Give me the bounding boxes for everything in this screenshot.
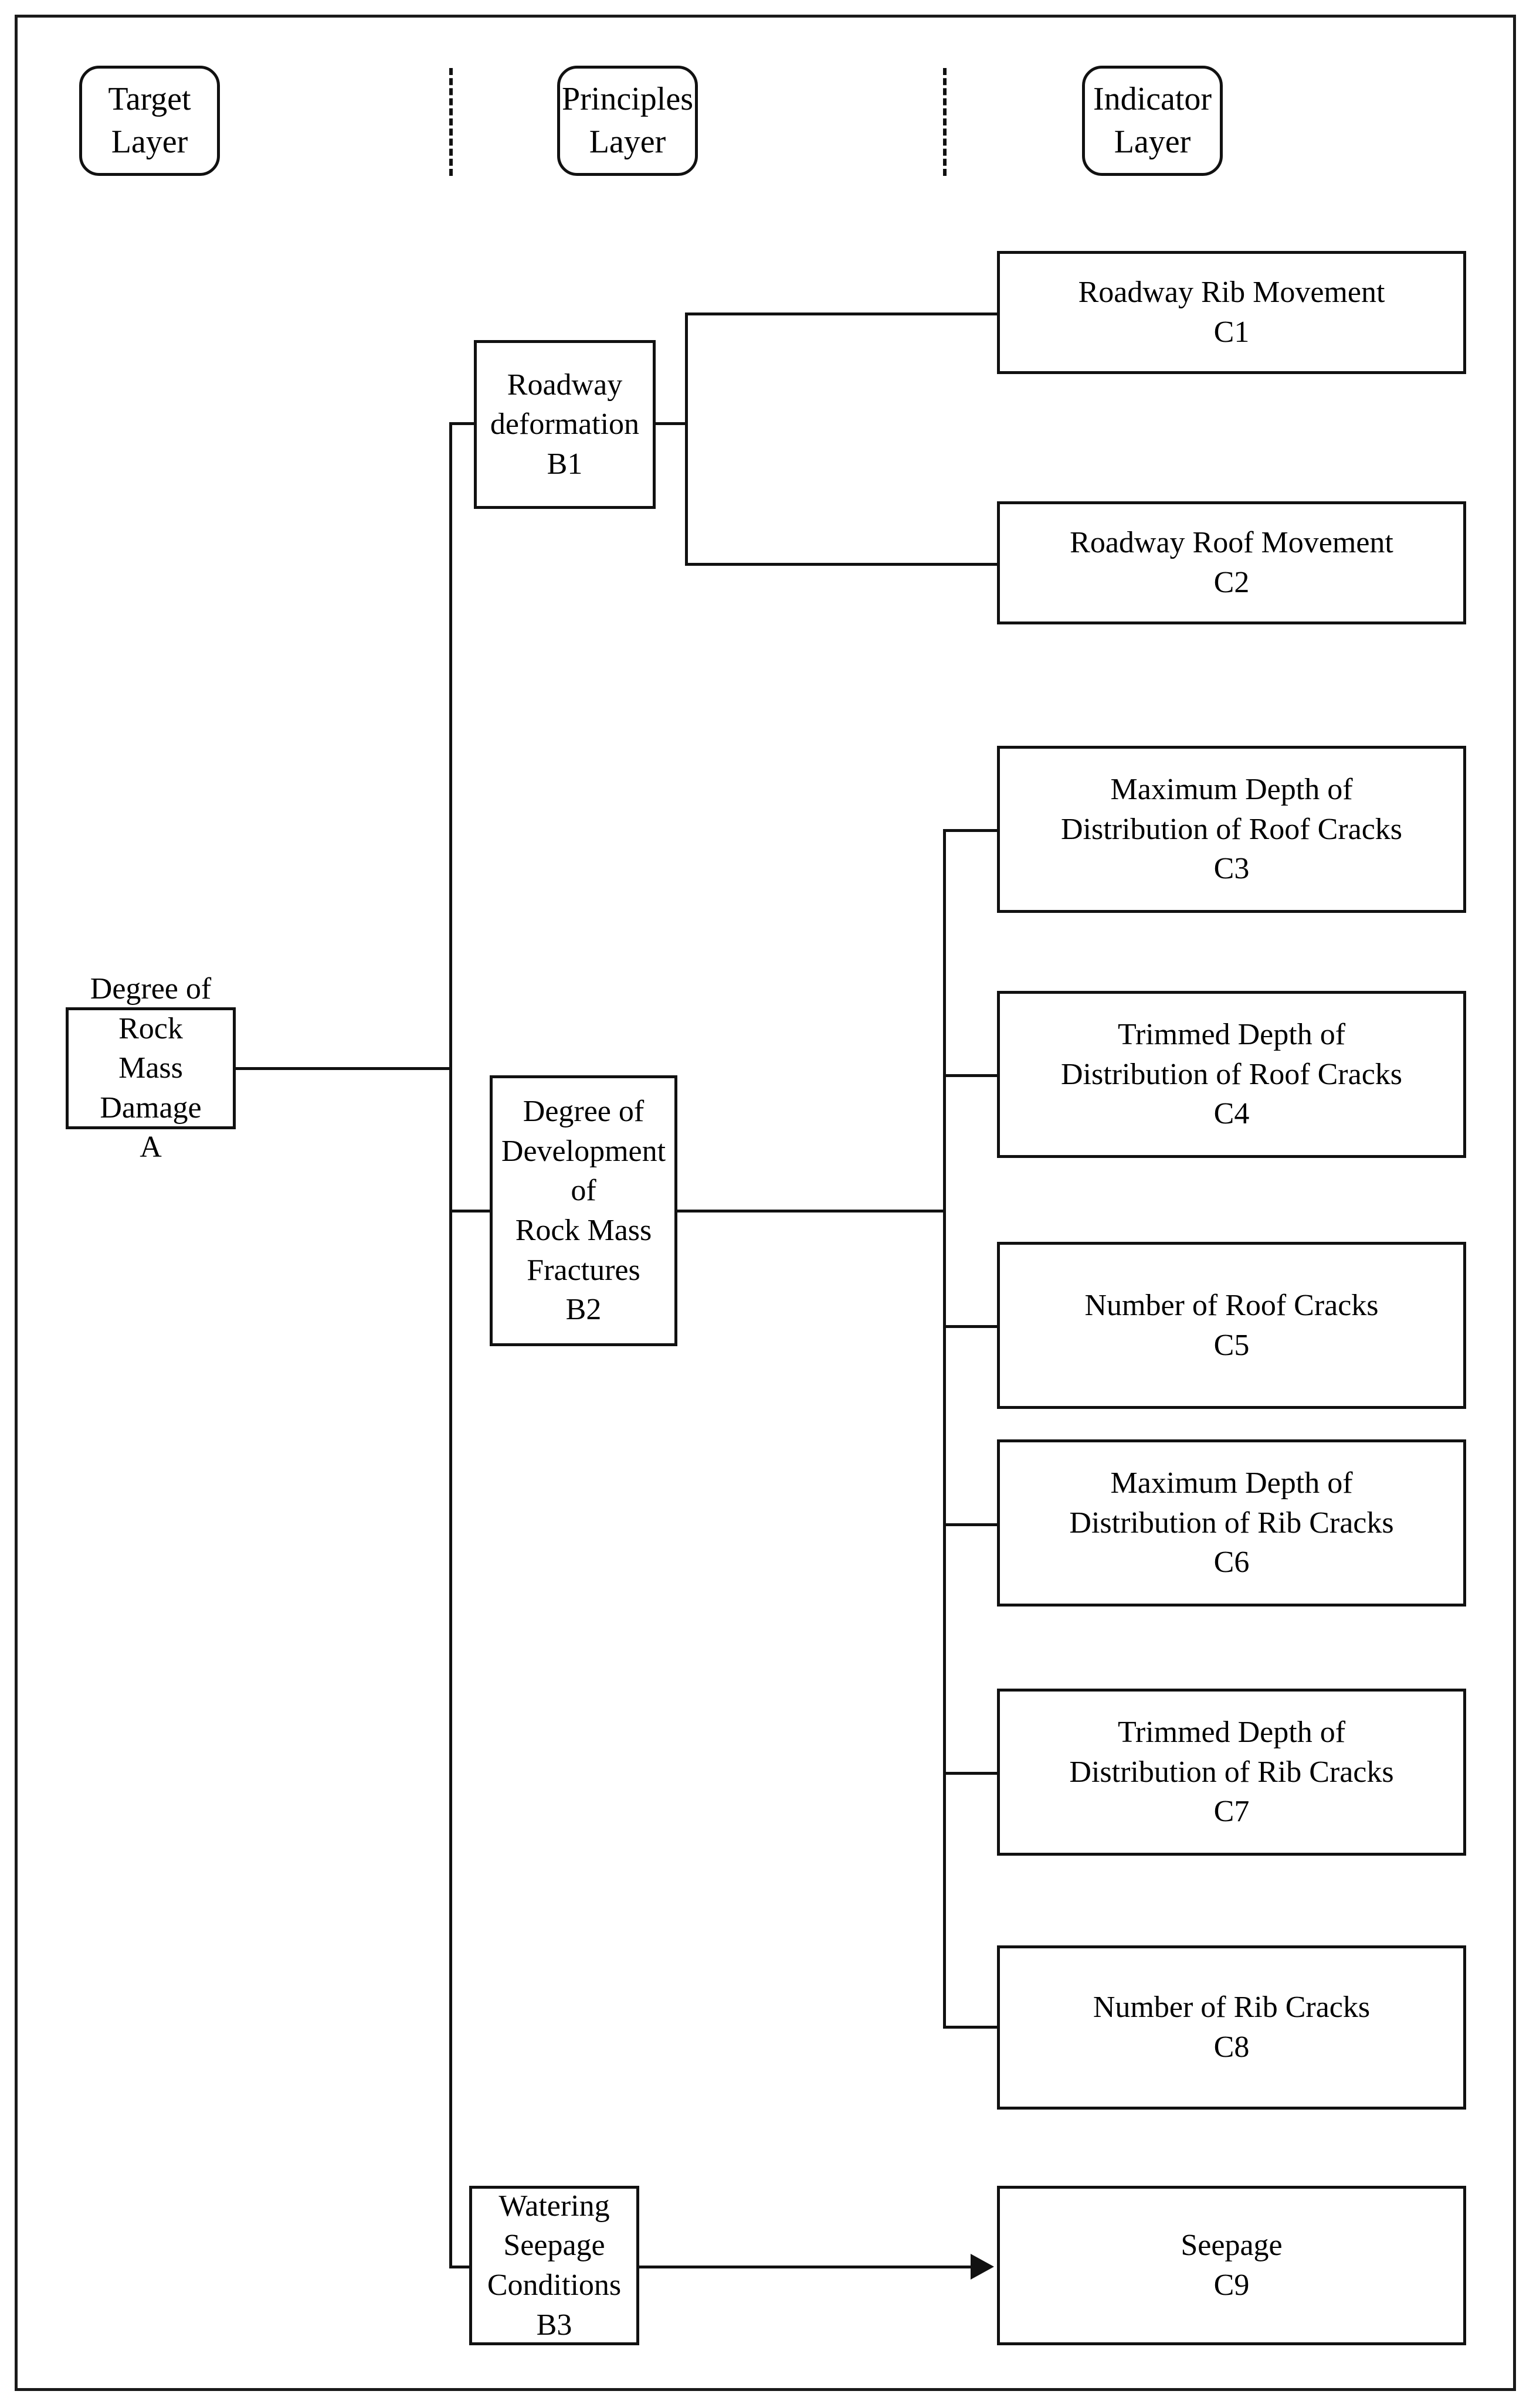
node-C4-code: C4 [1213, 1097, 1250, 1131]
node-C8-code: C8 [1213, 2030, 1250, 2064]
node-B1-code: B1 [547, 447, 583, 481]
connector-trunk-to-B2 [449, 1210, 492, 1213]
node-C3-maximum-depth-of-distribution-of-roof-cracks[interactable]: Maximum Depth of Distribution of Roof Cr… [997, 746, 1466, 913]
node-C6-line1: Maximum Depth of [1110, 1466, 1353, 1500]
node-C3-line2: Distribution of Roof Cracks [1060, 812, 1403, 846]
node-C4-line2: Distribution of Roof Cracks [1060, 1057, 1403, 1091]
connector-branch-to-C6 [943, 1523, 999, 1526]
node-A-line1: Degree of Rock [90, 972, 212, 1045]
connector-trunk-to-B3 [449, 2266, 472, 2268]
connector-B1-branch-vertical [685, 313, 688, 565]
node-A-degree-of-rock-mass-damage[interactable]: Degree of Rock Mass Damage A [66, 972, 236, 1164]
header-principles-layer: Principles Layer [557, 66, 698, 176]
node-C8-number-of-rib-cracks[interactable]: Number of Rib Cracks C8 [997, 1945, 1466, 2110]
node-C7-code: C7 [1213, 1795, 1250, 1829]
connector-branch-to-C4 [943, 1074, 999, 1077]
node-C5-number-of-roof-cracks[interactable]: Number of Roof Cracks C5 [997, 1242, 1466, 1409]
arrow-head-icon [971, 2254, 994, 2280]
header-target-layer: Target Layer [79, 66, 220, 176]
header-target-layer-line1: Target [108, 81, 191, 118]
node-A-line2: Mass Damage [100, 1051, 202, 1125]
node-C6-maximum-depth-of-distribution-of-rib-cracks[interactable]: Maximum Depth of Distribution of Rib Cra… [997, 1439, 1466, 1607]
node-B2-line3: Rock Mass [515, 1214, 652, 1247]
header-target-layer-line2: Layer [111, 124, 188, 160]
column-divider-2 [943, 68, 947, 176]
node-C5-code: C5 [1213, 1328, 1250, 1362]
node-B2-degree-of-development-of-rock-mass-fractures[interactable]: Degree of Development of Rock Mass Fract… [490, 1075, 677, 1346]
node-B3-watering-seepage-conditions[interactable]: Watering Seepage Conditions B3 [469, 2186, 639, 2345]
node-C6-code: C6 [1213, 1546, 1250, 1580]
connector-A-to-trunk [235, 1067, 452, 1070]
node-B1-line1: Roadway [507, 368, 623, 402]
node-C2-roadway-roof-movement[interactable]: Roadway Roof Movement C2 [997, 501, 1466, 624]
node-C2-line1: Roadway Roof Movement [1070, 526, 1393, 560]
node-C9-line1: Seepage [1181, 2229, 1283, 2263]
connector-B2-branch-vertical [943, 829, 946, 2027]
connector-trunk-to-B1 [449, 422, 476, 425]
header-principles-layer-line1: Principles [562, 81, 693, 118]
node-C4-line1: Trimmed Depth of [1117, 1018, 1346, 1052]
node-C9-seepage[interactable]: Seepage C9 [997, 2186, 1466, 2345]
node-B3-line2: Conditions [487, 2268, 622, 2302]
column-divider-1 [449, 68, 453, 176]
header-principles-layer-line2: Layer [589, 124, 666, 160]
node-C9-code: C9 [1213, 2268, 1250, 2302]
node-B2-line2: Development of [501, 1134, 666, 1208]
node-C8-line1: Number of Rib Cracks [1093, 1991, 1371, 2025]
node-B2-line1: Degree of [523, 1095, 645, 1129]
node-C3-code: C3 [1213, 852, 1250, 886]
node-C7-trimmed-depth-of-distribution-of-rib-cracks[interactable]: Trimmed Depth of Distribution of Rib Cra… [997, 1689, 1466, 1856]
node-C3-line1: Maximum Depth of [1110, 773, 1353, 807]
node-C7-line1: Trimmed Depth of [1117, 1716, 1346, 1750]
connector-branch-to-C8 [943, 2026, 999, 2029]
header-indicator-layer-line2: Layer [1114, 124, 1191, 160]
connector-branch-to-C5 [943, 1325, 999, 1328]
connector-B2-to-branch [676, 1210, 945, 1213]
node-B2-code: B2 [565, 1293, 602, 1327]
diagram-outer-frame [15, 15, 1516, 2391]
node-A-code: A [140, 1130, 162, 1164]
node-C7-line2: Distribution of Rib Cracks [1069, 1755, 1394, 1789]
node-C1-roadway-rib-movement[interactable]: Roadway Rib Movement C1 [997, 251, 1466, 374]
node-C1-code: C1 [1213, 315, 1250, 349]
connector-branch-to-C3 [943, 829, 999, 832]
node-B2-line4: Fractures [527, 1253, 640, 1287]
node-B3-line1: Watering Seepage [498, 2189, 610, 2263]
node-B1-roadway-deformation[interactable]: Roadway deformation B1 [474, 340, 656, 509]
node-C1-line1: Roadway Rib Movement [1078, 276, 1385, 310]
header-indicator-layer: Indicator Layer [1082, 66, 1223, 176]
connector-B3-to-C9 [638, 2266, 972, 2268]
header-indicator-layer-line1: Indicator [1093, 81, 1212, 118]
connector-trunk-vertical [449, 422, 452, 2268]
connector-branch-to-C7 [943, 1772, 999, 1775]
connector-branch-to-C1 [685, 313, 999, 315]
node-C6-line2: Distribution of Rib Cracks [1069, 1506, 1394, 1540]
node-C5-line1: Number of Roof Cracks [1084, 1288, 1379, 1322]
node-C4-trimmed-depth-of-distribution-of-roof-cracks[interactable]: Trimmed Depth of Distribution of Roof Cr… [997, 991, 1466, 1158]
node-B1-line2: deformation [490, 407, 640, 441]
node-C2-code: C2 [1213, 566, 1250, 599]
connector-B1-to-branch [653, 422, 687, 425]
node-B3-code: B3 [536, 2308, 572, 2342]
connector-branch-to-C2 [685, 563, 999, 566]
